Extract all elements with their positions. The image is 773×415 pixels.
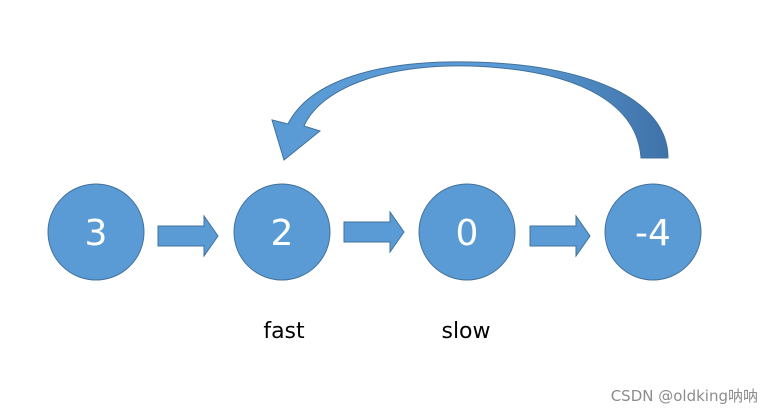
- node-value: 2: [271, 213, 294, 254]
- slow-pointer-label: slow: [441, 319, 490, 344]
- next-arrow-2: [343, 210, 405, 254]
- watermark: CSDN @oldking呐呐: [611, 387, 758, 405]
- list-node: -4: [604, 183, 702, 281]
- list-node: 0: [418, 183, 516, 281]
- list-node: 3: [47, 183, 145, 281]
- next-arrow-3: [529, 214, 591, 258]
- list-node: 2: [233, 183, 331, 281]
- node-value: -4: [635, 213, 671, 254]
- node-value: 3: [85, 213, 108, 254]
- node-value: 0: [456, 213, 479, 254]
- next-arrow-1: [157, 214, 219, 258]
- fast-pointer-label: fast: [263, 319, 305, 344]
- cycle-back-arrow: [271, 61, 669, 161]
